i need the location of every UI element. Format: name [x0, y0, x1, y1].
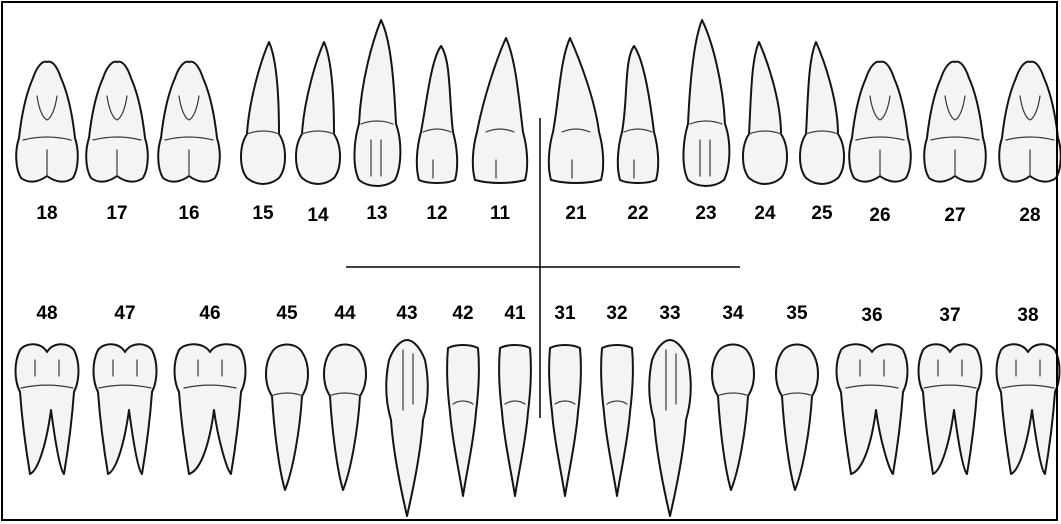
tooth-outline [618, 46, 658, 183]
tooth-number-34: 34 [722, 303, 743, 325]
tooth-number-28: 28 [1019, 205, 1040, 227]
upper-tooth-23 [683, 20, 729, 186]
tooth-number-14: 14 [307, 205, 328, 227]
upper-tooth-28 [999, 62, 1061, 182]
tooth-number-32: 32 [606, 303, 627, 325]
tooth-number-27: 27 [944, 205, 965, 227]
lower-tooth-46 [175, 344, 246, 474]
upper-tooth-12 [417, 46, 457, 183]
upper-tooth-25 [800, 42, 844, 184]
upper-tooth-15 [241, 42, 285, 184]
lower-tooth-32 [601, 345, 633, 496]
lower-tooth-45 [266, 345, 308, 491]
upper-tooth-21 [549, 38, 603, 183]
tooth-number-33: 33 [659, 303, 680, 325]
tooth-outline [549, 38, 603, 183]
lower-tooth-44 [324, 345, 366, 491]
tooth-number-38: 38 [1017, 305, 1038, 327]
tooth-outline [683, 20, 729, 186]
tooth-number-13: 13 [366, 203, 387, 225]
tooth-number-42: 42 [452, 303, 473, 325]
lower-tooth-38 [997, 344, 1060, 474]
tooth-number-25: 25 [811, 203, 832, 225]
upper-tooth-24 [743, 42, 787, 184]
lower-tooth-43 [386, 340, 428, 516]
tooth-number-37: 37 [939, 305, 960, 327]
upper-tooth-17 [86, 62, 148, 182]
lower-teeth-row [16, 340, 1060, 516]
tooth-outline [16, 344, 79, 474]
lower-tooth-48 [16, 344, 79, 474]
lower-tooth-36 [837, 344, 908, 474]
tooth-number-26: 26 [869, 205, 890, 227]
lower-tooth-42 [447, 345, 479, 496]
tooth-outline [447, 345, 479, 496]
tooth-number-18: 18 [36, 203, 57, 225]
tooth-outline [837, 344, 908, 474]
tooth-number-47: 47 [114, 303, 135, 325]
tooth-number-43: 43 [396, 303, 417, 325]
upper-teeth-row [16, 20, 1061, 186]
tooth-outline [473, 38, 527, 183]
tooth-outline [296, 42, 340, 184]
upper-tooth-27 [924, 62, 986, 182]
tooth-outline [800, 42, 844, 184]
tooth-number-36: 36 [861, 305, 882, 327]
tooth-outline [175, 344, 246, 474]
tooth-number-22: 22 [627, 203, 648, 225]
upper-tooth-14 [296, 42, 340, 184]
tooth-outline [499, 345, 531, 496]
tooth-outline [417, 46, 457, 183]
tooth-number-44: 44 [334, 303, 355, 325]
tooth-number-35: 35 [786, 303, 807, 325]
lower-tooth-33 [649, 340, 691, 516]
tooth-outline [776, 345, 818, 491]
tooth-number-24: 24 [754, 203, 775, 225]
tooth-outline [997, 344, 1060, 474]
tooth-number-21: 21 [565, 203, 586, 225]
upper-tooth-11 [473, 38, 527, 183]
upper-tooth-16 [158, 62, 220, 182]
tooth-outline [743, 42, 787, 184]
lower-tooth-47 [94, 344, 157, 474]
upper-tooth-22 [618, 46, 658, 183]
tooth-number-23: 23 [695, 203, 716, 225]
tooth-outline [712, 345, 754, 491]
lower-tooth-34 [712, 345, 754, 491]
tooth-number-48: 48 [36, 303, 57, 325]
lower-tooth-37 [919, 344, 982, 474]
tooth-number-41: 41 [504, 303, 525, 325]
tooth-number-45: 45 [276, 303, 297, 325]
upper-tooth-18 [16, 62, 78, 182]
tooth-number-16: 16 [178, 203, 199, 225]
tooth-number-12: 12 [426, 203, 447, 225]
tooth-outline [919, 344, 982, 474]
tooth-number-15: 15 [252, 203, 273, 225]
tooth-outline [266, 345, 308, 491]
lower-tooth-31 [549, 345, 581, 496]
tooth-outline [354, 20, 400, 186]
upper-tooth-13 [354, 20, 400, 186]
tooth-outline [649, 340, 691, 516]
upper-tooth-26 [849, 62, 911, 182]
tooth-number-11: 11 [490, 203, 510, 225]
tooth-outline [94, 344, 157, 474]
lower-tooth-35 [776, 345, 818, 491]
tooth-outline [241, 42, 285, 184]
tooth-outline [549, 345, 581, 496]
lower-tooth-41 [499, 345, 531, 496]
tooth-number-17: 17 [106, 203, 127, 225]
tooth-number-31: 31 [554, 303, 575, 325]
tooth-outline [601, 345, 633, 496]
tooth-outline [386, 340, 428, 516]
tooth-number-46: 46 [199, 303, 220, 325]
tooth-outline [324, 345, 366, 491]
